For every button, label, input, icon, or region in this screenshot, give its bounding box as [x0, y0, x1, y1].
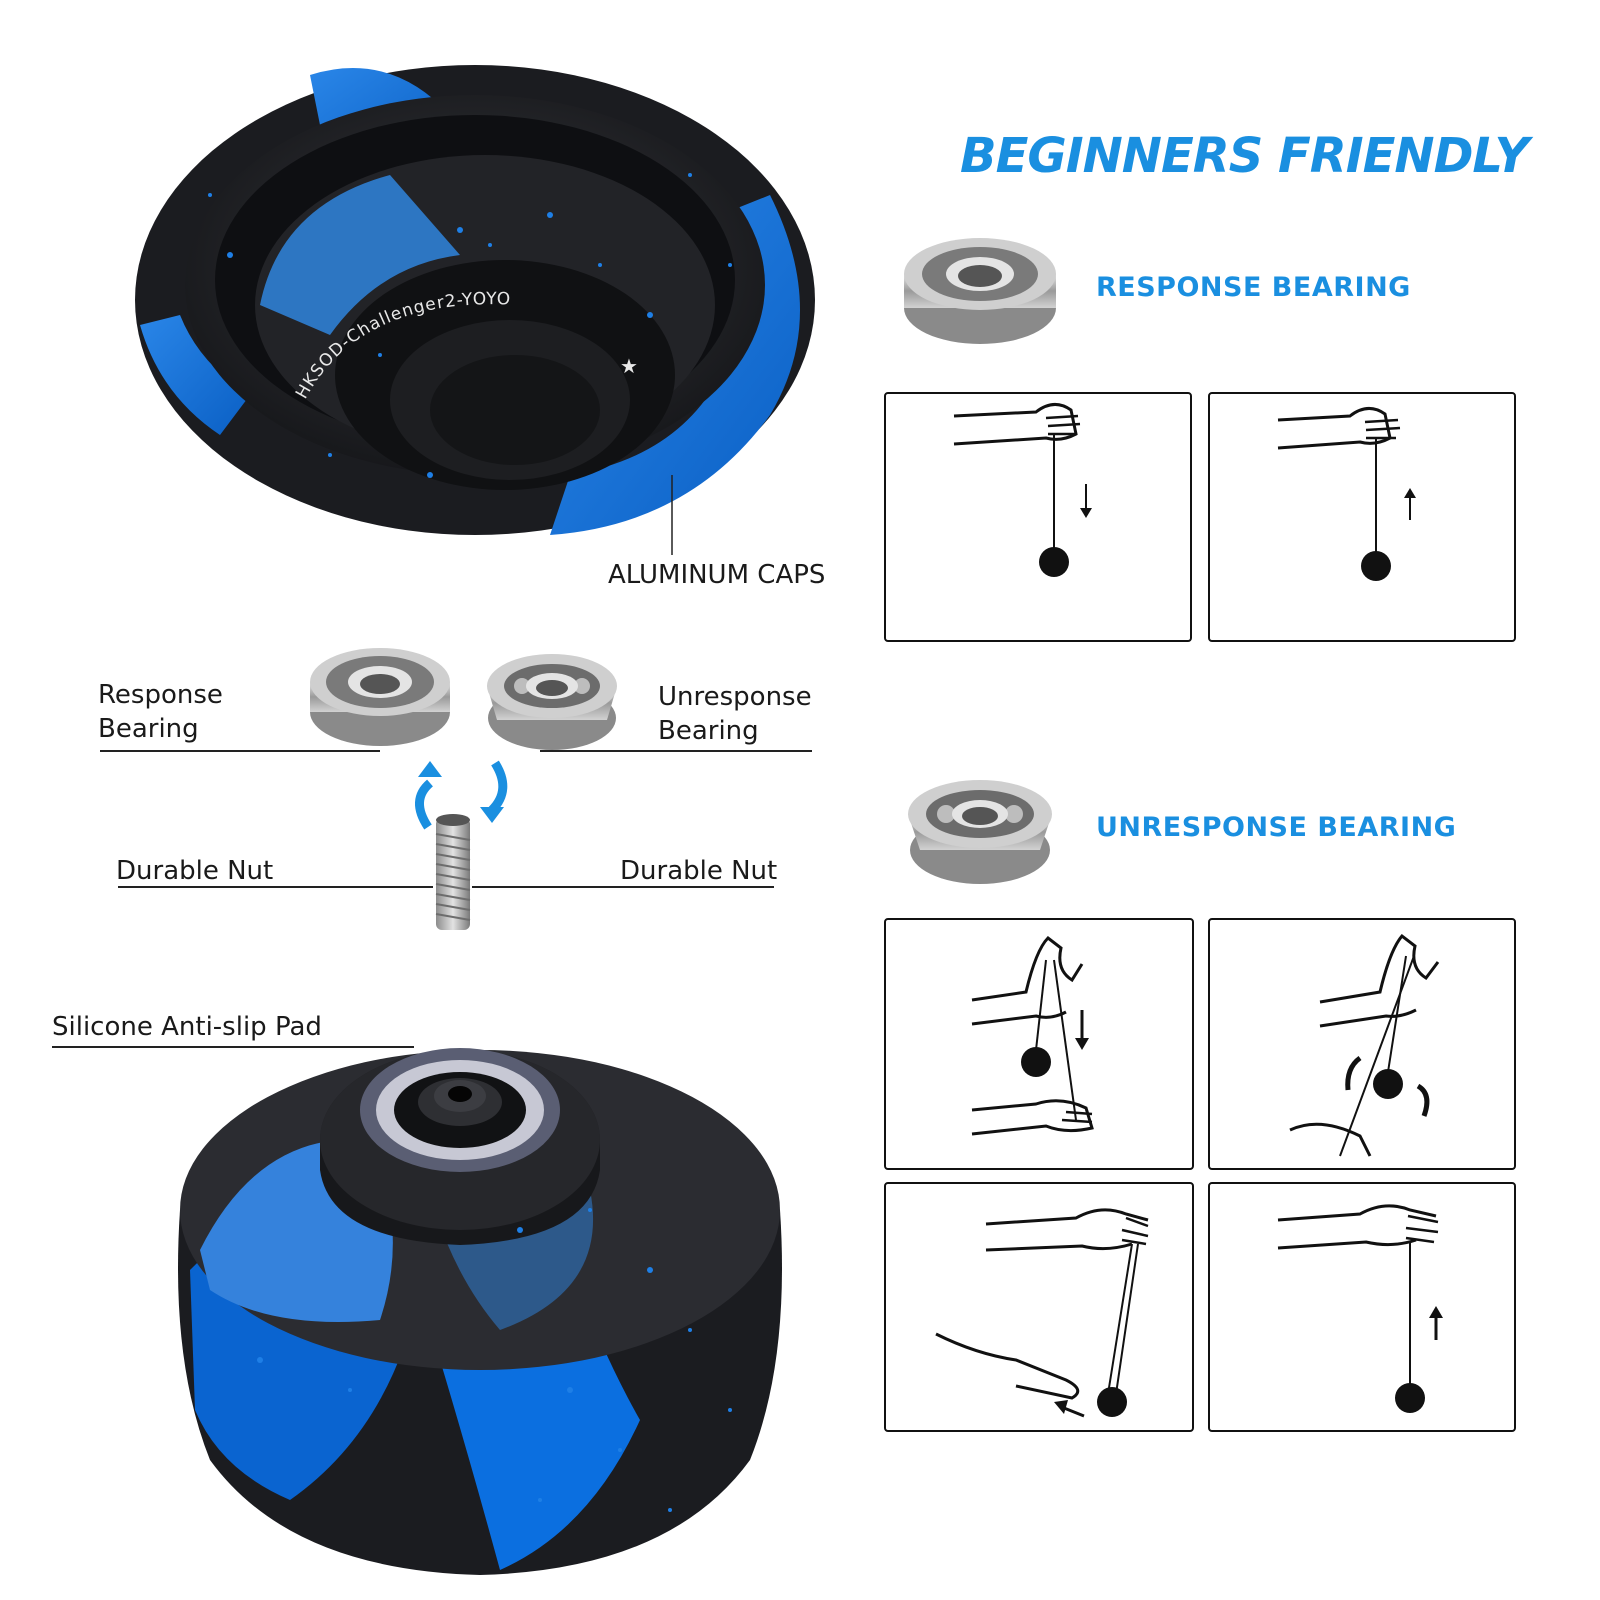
- durable-nut-label-left: Durable Nut: [116, 856, 274, 886]
- durable-nut-label-right: Durable Nut: [620, 856, 778, 886]
- unresponse-bearing-label: Unresponse Bearing: [658, 682, 812, 746]
- bind-step-4-illustration: [1277, 1204, 1443, 1413]
- response-bearing-heading: RESPONSE BEARING: [1096, 272, 1411, 303]
- unresponse-step-3-panel: [884, 1182, 1194, 1432]
- durable-nut-image: [435, 814, 471, 930]
- aluminum-caps-label: ALUMINUM CAPS: [608, 560, 826, 590]
- durable-nut-leader-left: [118, 886, 433, 888]
- unresponse-bearing-icon: [908, 780, 1052, 884]
- response-bearing-leader: [100, 750, 380, 752]
- page-title: BEGINNERS FRIENDLY: [960, 128, 1529, 184]
- response-throw-panel: [884, 392, 1192, 642]
- bind-step-3-illustration: [935, 1208, 1149, 1418]
- unresponse-step-1-panel: [884, 918, 1194, 1170]
- star-icon: ★: [620, 354, 638, 378]
- unresponse-step-2-panel: [1208, 918, 1516, 1170]
- response-bearing-icon: [904, 238, 1056, 344]
- response-bearing-label: Response Bearing: [98, 680, 223, 744]
- yoyo-half-image: [178, 1048, 782, 1575]
- unresponse-bearing-image: [487, 654, 617, 750]
- bind-step-2-illustration: [1289, 933, 1440, 1157]
- unresponse-step-4-panel: [1208, 1182, 1516, 1432]
- response-bearing-image: [310, 648, 450, 746]
- durable-nut-leader-right: [472, 886, 774, 888]
- unresponse-bearing-leader: [540, 750, 812, 752]
- yoyo-cap-image: HKSOD-Challenger2-YOYO ★: [135, 65, 815, 555]
- throw-down-illustration: [953, 403, 1092, 577]
- bind-step-1-illustration: [971, 936, 1094, 1136]
- silicone-pad-leader: [52, 1046, 414, 1048]
- swap-arrows-icon: [415, 760, 508, 830]
- unresponse-bearing-heading: UNRESPONSE BEARING: [1096, 812, 1457, 843]
- silicone-pad-label: Silicone Anti-slip Pad: [52, 1012, 322, 1042]
- return-up-illustration: [1277, 407, 1416, 581]
- response-return-panel: [1208, 392, 1516, 642]
